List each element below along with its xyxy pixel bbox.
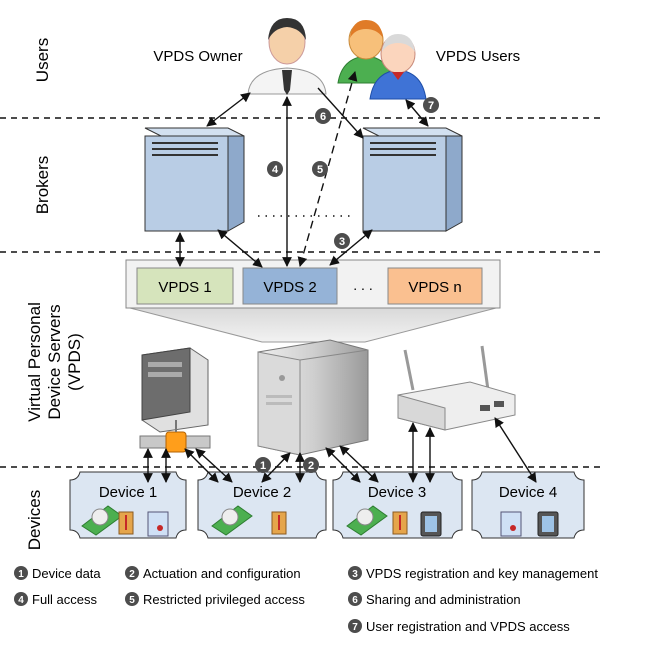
flow-arrows [143,71,537,483]
vpds-funnel [129,307,497,343]
svg-text:2: 2 [308,460,314,472]
badge-5: 5 [312,161,328,177]
badge-3: 3 [334,233,350,249]
fingerprint-scanner-icon-d3 [420,511,442,537]
svg-text:4: 4 [272,164,279,176]
router-icon [397,345,516,431]
legend-text-7: User registration and VPDS access [366,619,570,634]
svg-text:3: 3 [352,569,358,580]
legend-text-5: Restricted privileged access [143,592,305,607]
arrow-owner-broker1 [206,92,251,127]
badge-1: 1 [255,457,271,473]
legend-item-4: 4 Full access [14,592,98,607]
sensor-board-icon-d1 [81,505,123,536]
svg-text:5: 5 [317,164,323,176]
layer-label-vpds-line2: Device Servers [45,304,64,419]
svg-text:4: 4 [18,595,24,606]
arrow-vpds2-broker2 [329,229,373,266]
tower-server-icon [257,339,369,456]
arrow-hub-device2b [195,448,233,483]
arrow-tower-device3b [339,445,379,483]
arrow-broker1-vpds2 [217,229,263,268]
device-2-label: Device 2 [233,484,291,501]
owner-label: VPDS Owner [153,48,242,65]
legend-text-4: Full access [32,592,98,607]
legend-text-2: Actuation and configuration [143,566,301,581]
arrow-router-device4 [494,417,537,483]
device-1-label: Device 1 [99,484,157,501]
badge-7: 7 [423,97,439,113]
layer-label-vpds-line3: (VPDS) [65,333,84,391]
arrow-tower-device2 [261,452,291,483]
legend-item-5: 5 Restricted privileged access [125,592,305,607]
layer-label-brokers: Brokers [33,156,52,215]
legend: 1 Device data 2 Actuation and configurat… [14,566,598,634]
desktop-pc-icon [141,347,209,433]
legend-item-7: 7 User registration and VPDS access [348,619,570,634]
vpds-box-n-label: VPDS n [408,279,461,296]
owner-person-icon [247,18,327,95]
legend-text-6: Sharing and administration [366,592,521,607]
svg-text:5: 5 [129,595,135,606]
svg-text:6: 6 [320,111,326,123]
legend-item-2: 2 Actuation and configuration [125,566,301,581]
light-switch-icon-d1 [147,511,169,537]
sensor-board-icon-d3 [346,505,388,536]
legend-text-3: VPDS registration and key management [366,566,598,581]
fingerprint-scanner-icon-d4 [537,511,559,537]
legend-text-1: Device data [32,566,101,581]
thermometer-icon-d2 [271,511,287,535]
network-hub-icon [139,420,211,453]
layer-label-vpds-line1: Virtual Personal [25,302,44,422]
thermometer-icon-d3 [392,511,408,535]
users-group-icon [337,20,427,100]
badge-4: 4 [267,161,283,177]
vpds-box-2: VPDS 2 [242,267,338,305]
badge-6: 6 [315,108,331,124]
vpds-box-1-label: VPDS 1 [158,279,211,296]
broker-server-left [144,127,245,232]
svg-text:2: 2 [129,569,135,580]
vpds-ellipsis: . . . [353,277,372,293]
device-box-4: Device 4 [471,471,585,539]
broker-server-right [362,127,463,232]
arrow-users-broker2 [405,99,429,127]
arrow-vpds2-users [297,71,358,267]
svg-text:1: 1 [18,569,24,580]
legend-item-1: 1 Device data [14,566,101,581]
svg-text:7: 7 [352,622,358,633]
device-3-label: Device 3 [368,484,426,501]
svg-text:1: 1 [260,460,266,472]
legend-item-3: 3 VPDS registration and key management [348,566,598,581]
vpds-box-2-label: VPDS 2 [263,279,316,296]
thermometer-icon-d1 [118,511,134,535]
svg-text:7: 7 [428,100,434,112]
layer-label-users: Users [33,38,52,82]
vpds-box-1: VPDS 1 [136,267,234,305]
svg-text:6: 6 [352,595,358,606]
vpds-box-n: VPDS n [387,267,483,305]
device-4-label: Device 4 [499,484,557,501]
badge-2: 2 [303,457,319,473]
users-label: VPDS Users [436,48,520,65]
svg-text:3: 3 [339,236,345,248]
layer-label-vpds: Virtual Personal Device Servers (VPDS) [25,302,84,422]
sensor-board-icon-d2 [211,505,253,536]
legend-item-6: 6 Sharing and administration [348,592,521,607]
layer-label-devices: Devices [25,490,44,550]
light-switch-icon-d4 [500,511,522,537]
